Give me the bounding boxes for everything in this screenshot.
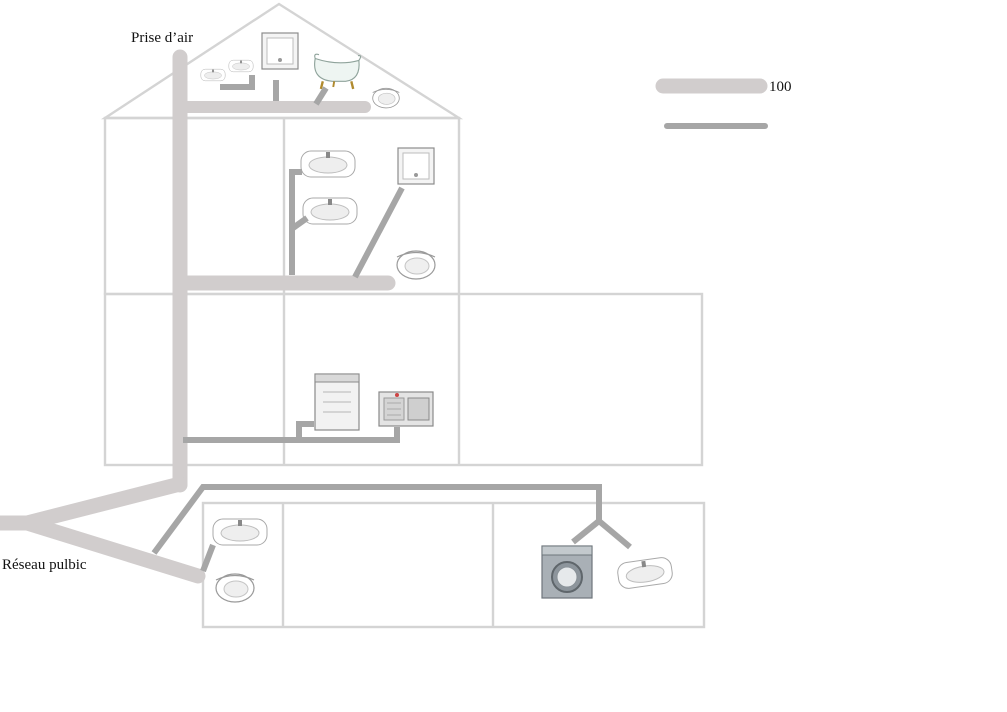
sink-icon xyxy=(615,555,675,591)
sink-icon xyxy=(302,197,358,225)
sink-icon xyxy=(228,59,254,73)
upper-sink-2-drain-pipe xyxy=(291,215,309,231)
shower-tray-icon xyxy=(261,32,299,70)
basement-left-drain-pipe xyxy=(200,543,216,573)
kitchen-sink-icon xyxy=(378,391,434,427)
toilet-icon xyxy=(372,87,400,109)
toilet-icon xyxy=(215,573,255,603)
upper-sinks-drain-pipe xyxy=(289,169,302,275)
sewer-branch-upper-pipe xyxy=(19,476,188,531)
kitchen-drain-pipe xyxy=(183,427,400,443)
shower-tray-icon xyxy=(397,147,435,185)
sewer-branch-lower-pipe xyxy=(19,515,206,584)
air-intake-label: Prise d’air xyxy=(131,30,193,46)
washing-machine-icon xyxy=(541,545,593,599)
basement-sink-drain-pipe xyxy=(597,518,632,550)
dishwasher-icon xyxy=(314,373,360,431)
basement-main-drain-pipe xyxy=(151,484,602,555)
toilet-icon xyxy=(396,250,436,280)
washer-drain-pipe xyxy=(571,518,601,545)
legend-value-label: 100 xyxy=(769,79,792,95)
sink-icon xyxy=(212,518,268,546)
upper-shower-drain-pipe xyxy=(352,186,405,279)
legend: 100 xyxy=(655,78,792,129)
public-network-label: Réseau pulbic xyxy=(2,557,87,573)
ground-floor-outline xyxy=(103,292,704,467)
branch-pipes xyxy=(151,75,632,573)
dishwasher-drain-pipe xyxy=(296,421,314,440)
bathtub-icon xyxy=(313,53,362,91)
main-pipes xyxy=(0,49,396,584)
building-walls xyxy=(100,2,706,629)
sink-icon xyxy=(300,150,356,178)
sink-icon xyxy=(200,68,226,82)
bathtub-drain-pipe xyxy=(313,86,329,106)
attic-sink-drain-pipe xyxy=(220,75,255,90)
